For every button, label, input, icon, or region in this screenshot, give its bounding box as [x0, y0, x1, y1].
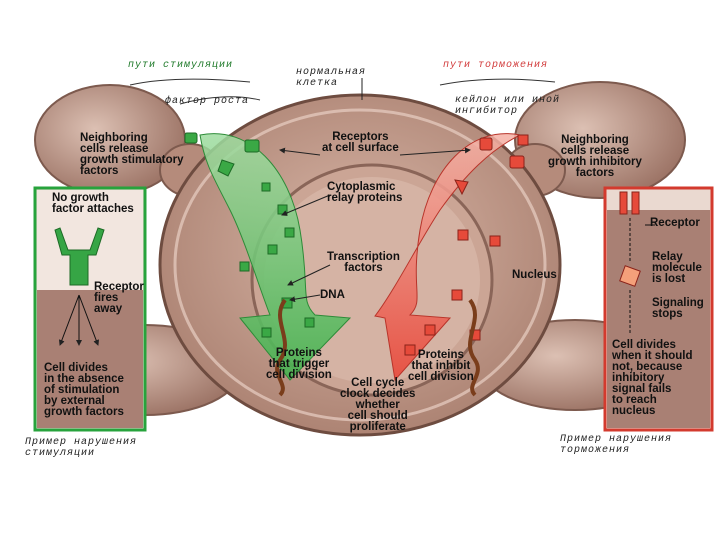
pointer-lines — [279, 78, 471, 303]
growth-factor-label: фактор роста — [165, 96, 250, 107]
inhibition-pathway-arrow — [374, 133, 522, 382]
relay-lost-label: Relay molecule is lost — [652, 251, 702, 285]
receptors-label: Receptors at cell surface — [322, 131, 399, 154]
left-example-panel — [33, 186, 147, 432]
nucleus-label: Nucleus — [512, 269, 557, 281]
stimulatory-proteins — [184, 132, 315, 338]
dna-label: DNA — [320, 289, 345, 301]
proteins-trigger-label: Proteins that trigger cell division — [266, 347, 332, 381]
transcription-factors-label: Transcription factors — [327, 251, 400, 274]
right-caption: Пример нарушения торможения — [560, 434, 673, 456]
relay-proteins-label: Cytoplasmic relay proteins — [327, 181, 403, 204]
inhibitory-proteins — [404, 134, 529, 356]
neighbor-inhibitory-label: Neighboring cells release growth inhibit… — [548, 134, 642, 179]
cell-cycle-label: Cell cycle clock decides whether cell sh… — [340, 377, 416, 433]
stimulation-paths-label: пути стимуляции — [128, 60, 234, 71]
inhibitor-label: кейлон или иной ингибитор — [455, 95, 561, 117]
right-example-panel — [603, 186, 714, 432]
neighbor-stimulatory-label: Neighboring cells release growth stimula… — [80, 132, 184, 177]
normal-cell-label: нормальная клетка — [296, 67, 367, 89]
header-brackets — [129, 78, 556, 105]
right-receptor-label: Receptor — [650, 217, 700, 229]
no-growth-factor-label: No growth factor attaches — [52, 192, 134, 215]
dna-strand — [275, 298, 287, 397]
inhibition-paths-label: пути торможения — [443, 60, 549, 71]
lost-relay-molecule — [619, 265, 641, 287]
left-caption: Пример нарушения стимуляции — [25, 437, 138, 459]
signaling-stops-label: Signaling stops — [652, 297, 704, 320]
left-cell-divides-label: Cell divides in the absence of stimulati… — [44, 362, 124, 418]
right-cell-divides-label: Cell divides when it should not, because… — [612, 339, 693, 417]
proteins-inhibit-label: Proteins that inhibit cell division — [408, 349, 474, 383]
left-receptor — [54, 227, 105, 286]
receptor-fires-label: Receptor fires away — [94, 281, 144, 315]
